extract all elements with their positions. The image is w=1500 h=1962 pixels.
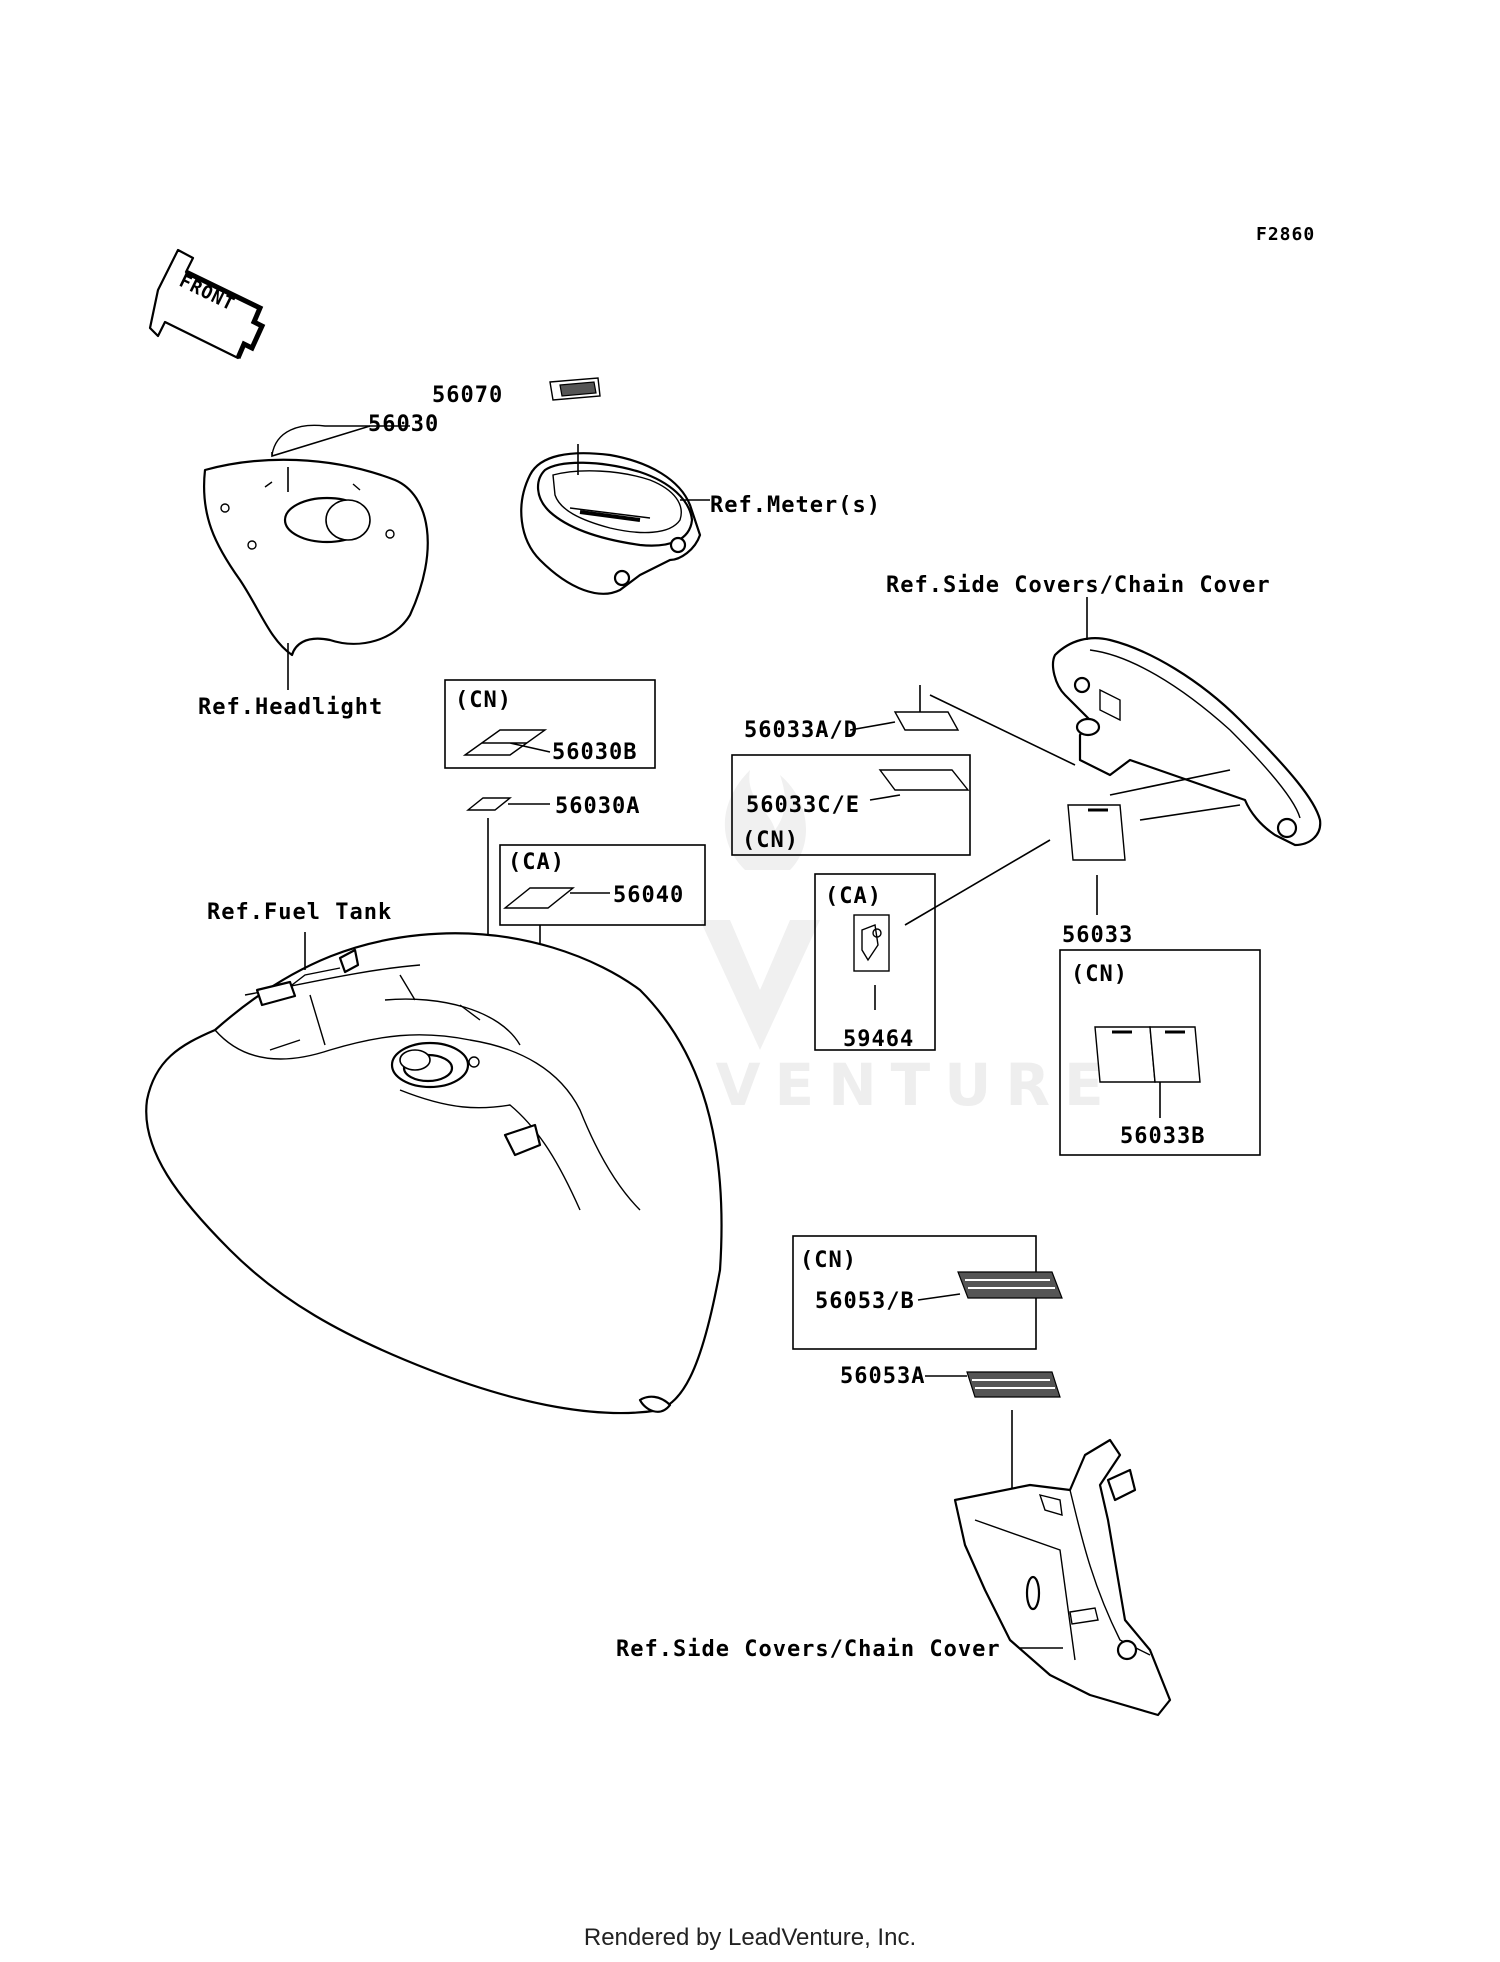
label-ref-headlight: Ref.Headlight xyxy=(198,695,383,720)
meter-drawing xyxy=(520,377,710,595)
label-ref-side-covers-bottom: Ref.Side Covers/Chain Cover xyxy=(616,1637,1001,1662)
box-56053b xyxy=(792,1235,1063,1350)
label-56070: 56070 xyxy=(432,383,503,408)
label-ref-side-covers-top: Ref.Side Covers/Chain Cover xyxy=(886,573,1271,598)
decal-56033 xyxy=(1067,804,1126,915)
label-56033b: 56033B xyxy=(1120,1124,1205,1149)
label-ref-fuel-tank: Ref.Fuel Tank xyxy=(207,900,392,925)
label-59464: 59464 xyxy=(843,1027,914,1052)
decal-56033ad xyxy=(849,685,960,731)
label-56040: 56040 xyxy=(613,883,684,908)
label-ca-59464: (CA) xyxy=(825,884,882,909)
box-56033b xyxy=(1059,949,1261,1156)
label-cn-56033ce: (CN) xyxy=(742,828,799,853)
label-56033ad: 56033A/D xyxy=(744,718,858,743)
label-cn-56033b: (CN) xyxy=(1071,962,1128,987)
watermark-v-icon xyxy=(700,920,820,1050)
label-56033ce: 56033C/E xyxy=(746,793,860,818)
headlight-drawing xyxy=(203,424,429,690)
front-arrow-icon: FRONT xyxy=(148,248,266,360)
figure-id: F2860 xyxy=(1256,224,1315,245)
label-cn-56053b: (CN) xyxy=(800,1248,857,1273)
footer-credit: Rendered by LeadVenture, Inc. xyxy=(584,1924,916,1951)
fuel-tank-drawing xyxy=(145,932,723,1415)
label-cn-56030b: (CN) xyxy=(455,688,512,713)
decal-56030a xyxy=(466,797,550,940)
side-cover-top-drawing xyxy=(904,597,1322,926)
box-56033ce xyxy=(731,754,971,856)
side-cover-bottom-drawing xyxy=(953,1438,1172,1717)
decal-56053a xyxy=(925,1371,1061,1525)
label-ca-56040: (CA) xyxy=(508,850,565,875)
box-56030b xyxy=(444,679,656,769)
label-56053b: 56053/B xyxy=(815,1289,915,1314)
label-56030: 56030 xyxy=(368,412,439,437)
box-59464 xyxy=(814,873,936,1051)
label-56053a: 56053A xyxy=(840,1364,925,1389)
label-56030a: 56030A xyxy=(555,794,640,819)
watermark-flame-icon xyxy=(724,770,807,870)
headlight-trim-strip xyxy=(271,424,370,456)
label-56030b: 56030B xyxy=(552,740,637,765)
label-ref-meter: Ref.Meter(s) xyxy=(710,493,881,518)
label-56033: 56033 xyxy=(1062,923,1133,948)
